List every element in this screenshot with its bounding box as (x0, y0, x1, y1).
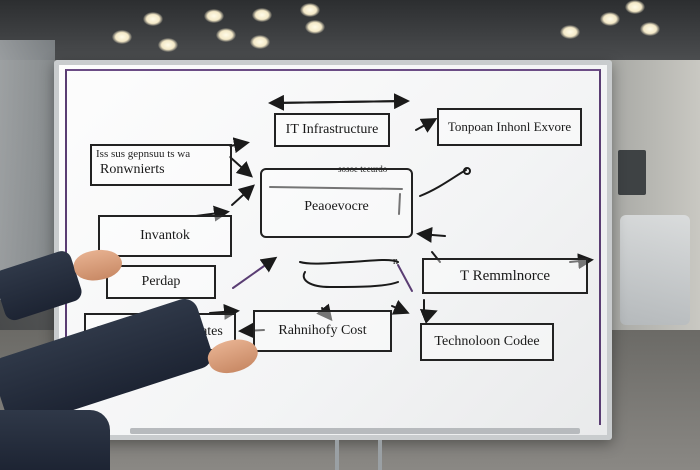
ceiling-light (300, 3, 320, 17)
box-label: Technoloon Codee (434, 334, 540, 349)
box-right-mid: T Remmlnorce (422, 258, 588, 294)
whiteboard-tray (130, 428, 580, 434)
ceiling-light (600, 12, 620, 26)
whiteboard-leg (378, 440, 382, 470)
scribble-text: sosoe teeurdo (338, 164, 388, 174)
box-label: IT Infrastructure (285, 122, 379, 137)
ceiling-light (560, 25, 580, 39)
box-label: Ronwnierts (100, 162, 165, 177)
ceiling-light (640, 22, 660, 36)
box-perdap: Perdap (106, 265, 216, 299)
ceiling-light (625, 0, 645, 14)
ceiling-light (112, 30, 132, 44)
box-label: Rahnihofy Cost (278, 323, 367, 338)
box-center: Peaoevocre (260, 168, 413, 238)
box-technoloon: Technoloon Codee (420, 323, 554, 361)
box-label: T Remmlnorce (459, 267, 551, 284)
whiteboard-marker-border (65, 69, 601, 425)
ceiling-light (204, 9, 224, 23)
ceiling-light (252, 8, 272, 22)
box-label: Perdap (141, 274, 181, 289)
box-label: Invantok (140, 228, 190, 243)
wall-screen (618, 150, 646, 195)
scribble-text: n (393, 256, 398, 267)
box-label: Tonpoan Inhonl Exvore (447, 119, 572, 134)
ceiling-light (216, 28, 236, 42)
ceiling-light (143, 12, 163, 26)
box-label: Peaoevocre (304, 199, 369, 214)
box-top-right: Tonpoan Inhonl Exvore (437, 108, 582, 146)
ceiling-light (305, 20, 325, 34)
presenter-body (0, 410, 110, 470)
ceiling-light (250, 35, 270, 49)
ceiling-light (158, 38, 178, 52)
box-left-top: Ronwnierts (90, 144, 232, 186)
box-it-infrastructure: IT Infrastructure (274, 113, 390, 147)
box-rahnihofy-cost: Rahnihofy Cost (253, 310, 392, 352)
whiteboard-leg (335, 440, 339, 470)
scribble-text: Iss sus gepnsuu ts wa (96, 148, 191, 160)
box-left-mid: Invantok (98, 215, 232, 257)
chair (620, 215, 690, 325)
